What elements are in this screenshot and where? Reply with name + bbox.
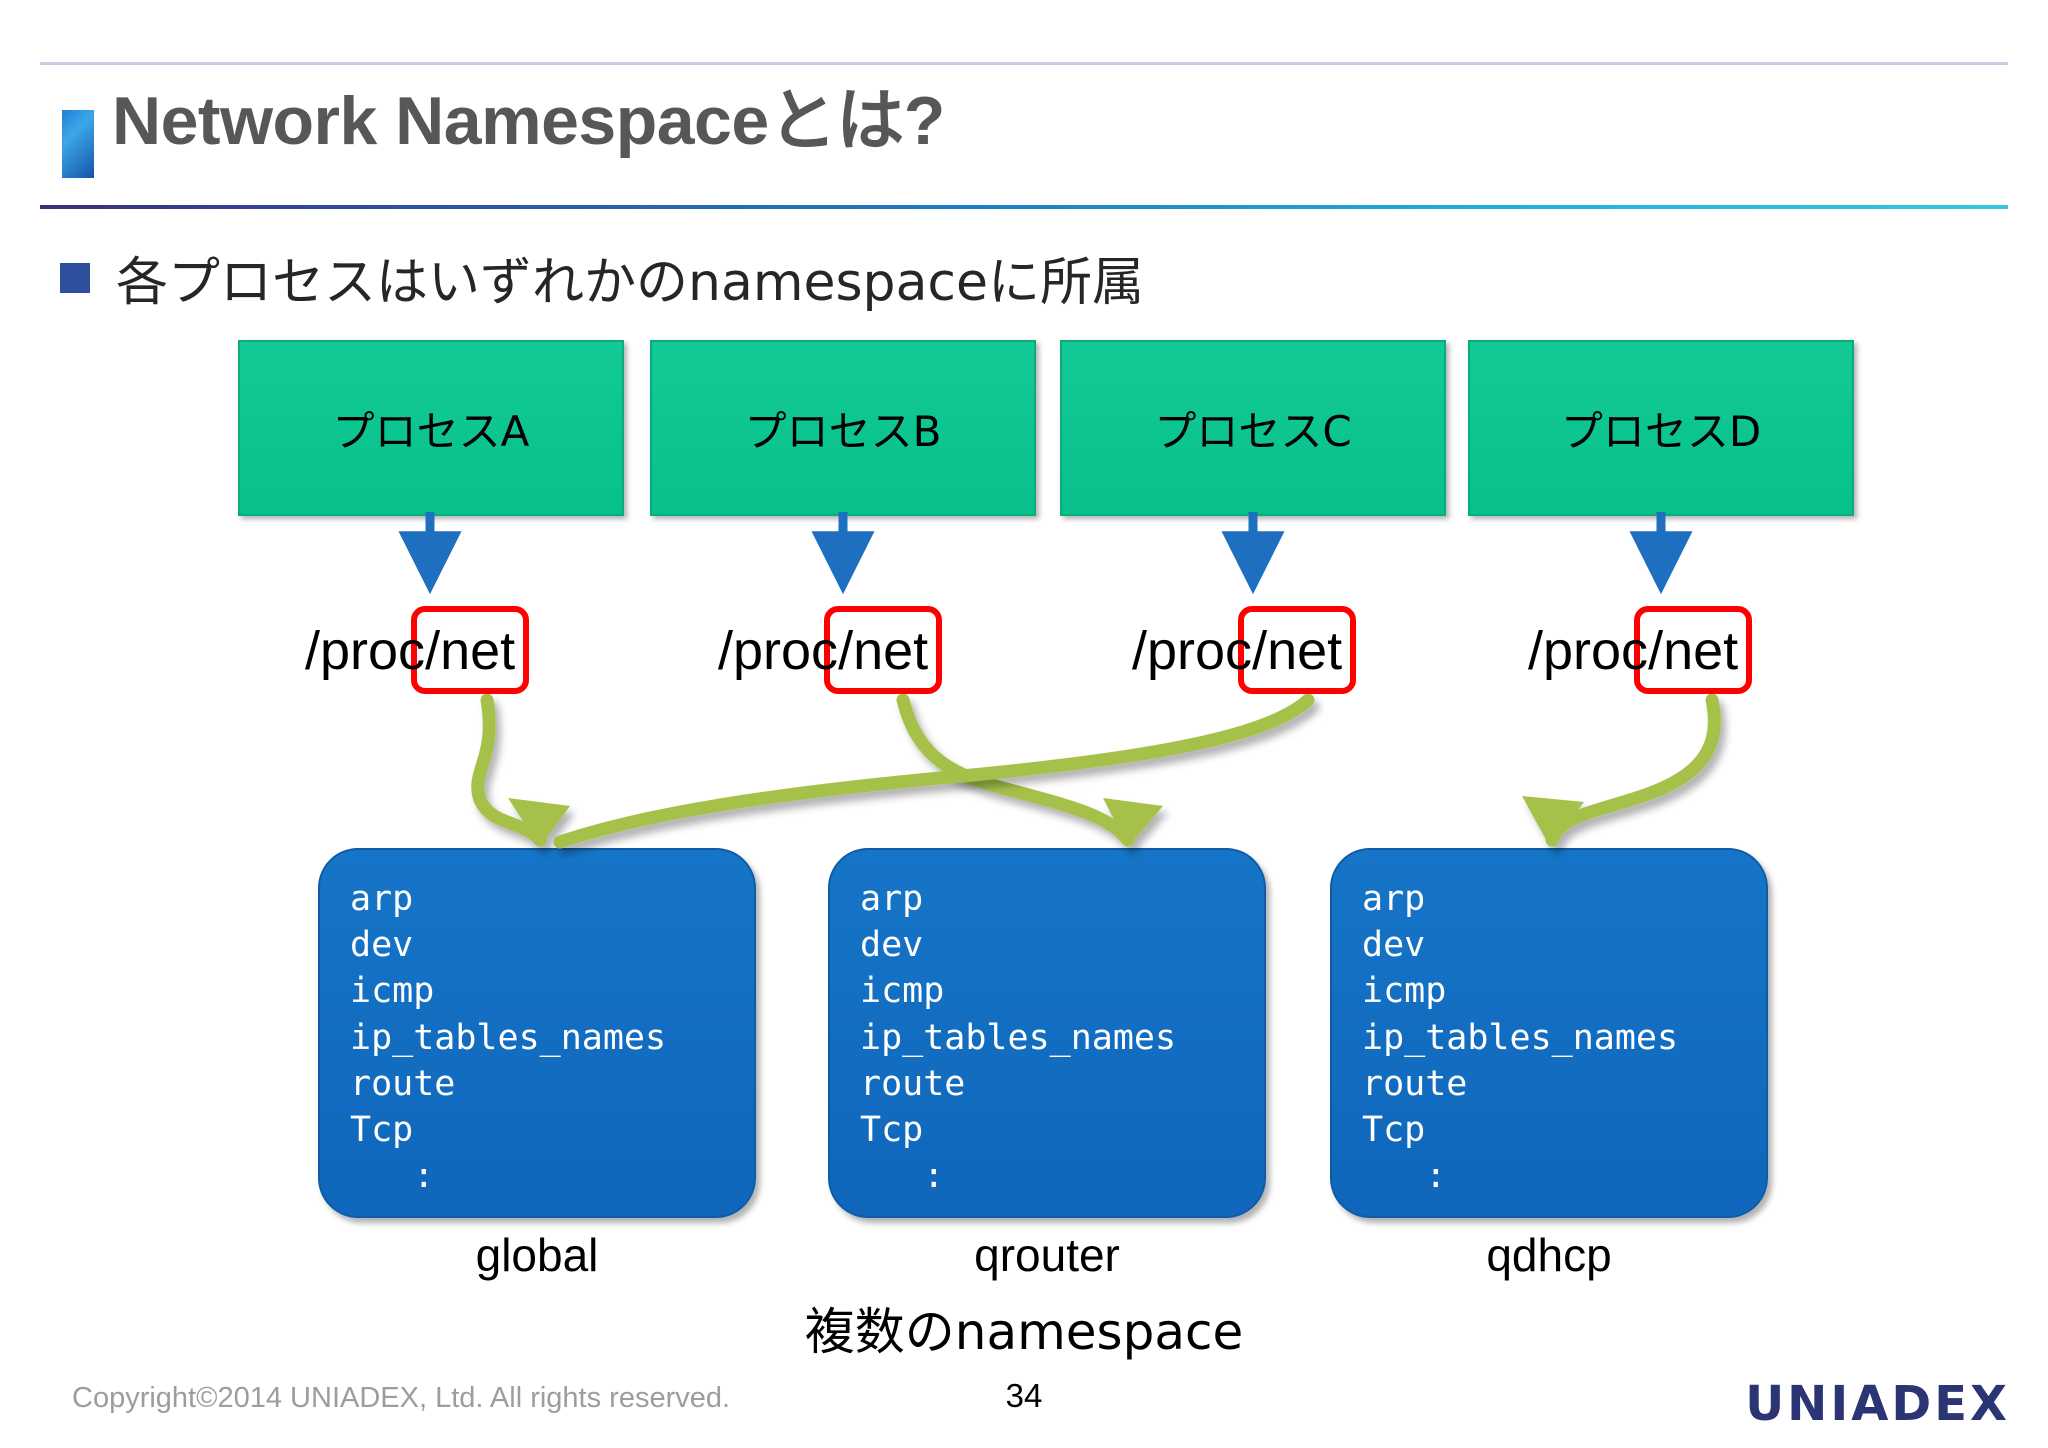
namespace-box-qrouter: arp dev icmp ip_tables_names route Tcp : [828,848,1266,1218]
proc-path-highlight: /net [1648,621,1739,681]
proc-path-d: /proc/net [1528,606,1753,694]
bullet-square-icon [60,262,90,293]
process-box-label: プロセスB [744,406,942,456]
bullet-row: 各プロセスはいずれかのnamespaceに所属 [60,240,1144,315]
namespace-box-global: arp dev icmp ip_tables_names route Tcp : [318,848,756,1218]
green-arrow-d-to-qdhcp [1522,693,1721,847]
namespace-box-qdhcp: arp dev icmp ip_tables_names route Tcp : [1330,848,1768,1218]
proc-path-highlight-wrapper: /net [824,606,943,694]
title-accent-marker-icon [62,110,94,178]
proc-path-c: /proc/net [1132,606,1357,694]
process-box-label: プロセスA [332,406,530,456]
diagram-caption: 複数のnamespace [804,1303,1244,1361]
process-box-label: プロセスD [1560,406,1762,456]
proc-path-prefix: /proc [1132,621,1253,681]
namespace-label-qrouter: qrouter [974,1229,1120,1281]
page-number: 34 [1005,1377,1043,1414]
process-box-b: プロセスB [650,340,1036,516]
process-box-d: プロセスD [1468,340,1854,516]
footer-copyright: Copyright©2014 UNIADEX, Ltd. All rights … [72,1382,731,1414]
page-title: Network Namespaceとは? [112,83,945,159]
proc-path-prefix: /proc [718,621,839,681]
bullet-text: 各プロセスはいずれかのnamespaceに所属 [116,253,1145,313]
proc-path-highlight: /net [425,621,516,681]
proc-path-prefix: /proc [305,621,426,681]
title-bottom-rule [40,205,2008,209]
proc-path-highlight: /net [838,621,929,681]
proc-path-b: /proc/net [718,606,943,694]
proc-path-highlight-wrapper: /net [411,606,530,694]
namespace-label-qdhcp: qdhcp [1486,1229,1612,1281]
uniadex-logo: UNIADEX [1745,1376,2010,1432]
namespace-entries: arp dev icmp ip_tables_names route Tcp : [860,879,1177,1197]
namespace-entries: arp dev icmp ip_tables_names route Tcp : [350,879,667,1197]
proc-path-highlight-wrapper: /net [1634,606,1753,694]
namespace-entries: arp dev icmp ip_tables_names route Tcp : [1362,879,1679,1197]
green-arrow-c-to-global [553,693,1315,849]
proc-path-highlight-wrapper: /net [1238,606,1357,694]
green-arrow-a-to-global [471,693,570,847]
namespace-label-global: global [475,1229,599,1281]
process-box-c: プロセスC [1060,340,1446,516]
proc-path-highlight: /net [1252,621,1343,681]
process-box-label: プロセスC [1154,406,1352,456]
process-box-a: プロセスA [238,340,624,516]
proc-path-a: /proc/net [305,606,530,694]
green-arrow-b-to-qrouter [896,693,1163,847]
title-top-rule [40,62,2008,65]
proc-path-prefix: /proc [1528,621,1649,681]
